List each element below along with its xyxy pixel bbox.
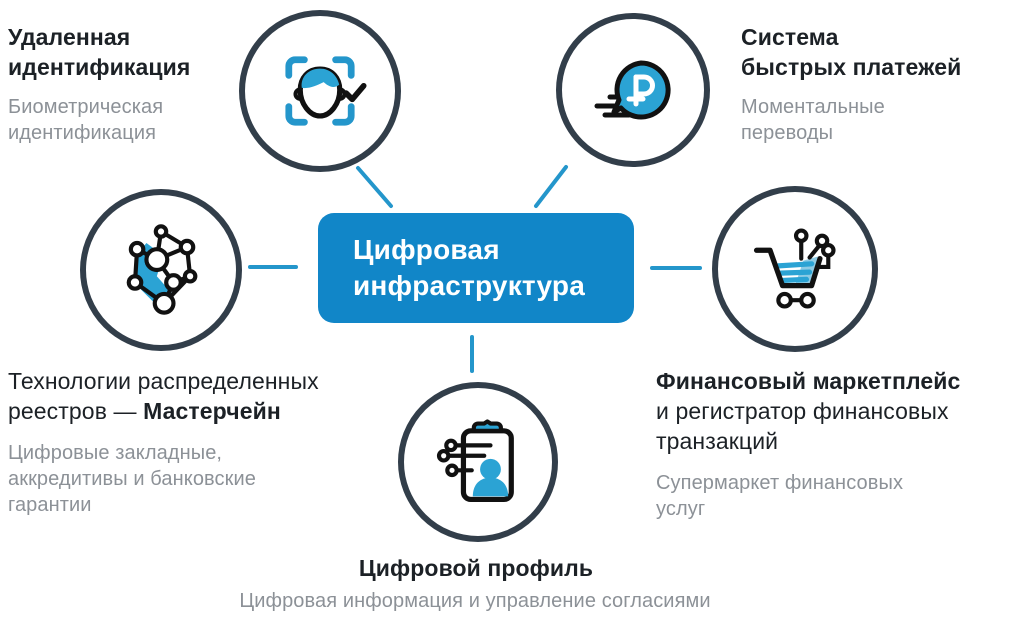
node-title-bold-part: Мастерчейн — [143, 398, 281, 424]
node-title-financial-marketplace: Финансовый маркетплейс и регистратор фин… — [656, 366, 996, 456]
node-circle-distributed-ledger — [80, 189, 242, 351]
label-block-faster-payments: Система быстрых платежей Моментальные пе… — [741, 22, 1001, 146]
center-node-label: Цифровая инфраструктура — [353, 234, 585, 301]
shopping-cart-circuit-icon — [753, 228, 836, 309]
node-title-digital-profile: Цифровой профиль — [358, 555, 594, 581]
label-block-remote-identification: Удаленная идентификация Биометрическая и… — [8, 22, 248, 146]
node-title-distributed-ledger: Технологии распределенных реестров — Мас… — [8, 366, 368, 426]
connector-top-left — [356, 166, 393, 208]
node-subtitle-faster-payments: Моментальные переводы — [741, 96, 885, 144]
node-subtitle-digital-profile: Цифровая информация и управление согласи… — [239, 590, 711, 612]
label-block-financial-marketplace: Финансовый маркетплейс и регистратор фин… — [656, 366, 996, 522]
node-title-faster-payments: Система быстрых платежей — [741, 24, 962, 80]
node-title-regular-part: и регистратор финансовых транзакций — [656, 398, 949, 454]
center-node-digital-infrastructure: Цифровая инфраструктура — [318, 213, 634, 323]
node-circle-faster-payments — [556, 13, 710, 167]
profile-card-icon — [436, 419, 514, 503]
connector-top-right — [534, 165, 568, 208]
node-subtitle-financial-marketplace: Супермаркет финансовых услуг — [656, 472, 904, 520]
node-circle-digital-profile — [398, 382, 558, 542]
node-circle-financial-marketplace — [712, 186, 878, 352]
node-subtitle-remote-identification: Биометрическая идентификация — [8, 96, 164, 144]
label-block-digital-profile: Цифровой профиль — [316, 553, 636, 583]
node-title-regular-part: Технологии распределенных реестров — — [8, 368, 319, 424]
network-blockchain-icon — [126, 224, 198, 315]
node-subtitle-distributed-ledger: Цифровые закладные, аккредитивы и банков… — [8, 442, 256, 516]
caption-digital-profile: Цифровая информация и управление согласи… — [150, 588, 800, 614]
node-title-remote-identification: Удаленная идентификация — [8, 24, 191, 80]
label-block-distributed-ledger: Технологии распределенных реестров — Мас… — [8, 366, 368, 518]
ruble-coin-speed-icon — [594, 60, 671, 120]
node-circle-remote-identification — [239, 10, 401, 172]
face-scan-icon — [285, 56, 367, 126]
node-title-bold-part: Финансовый маркетплейс — [656, 368, 961, 394]
